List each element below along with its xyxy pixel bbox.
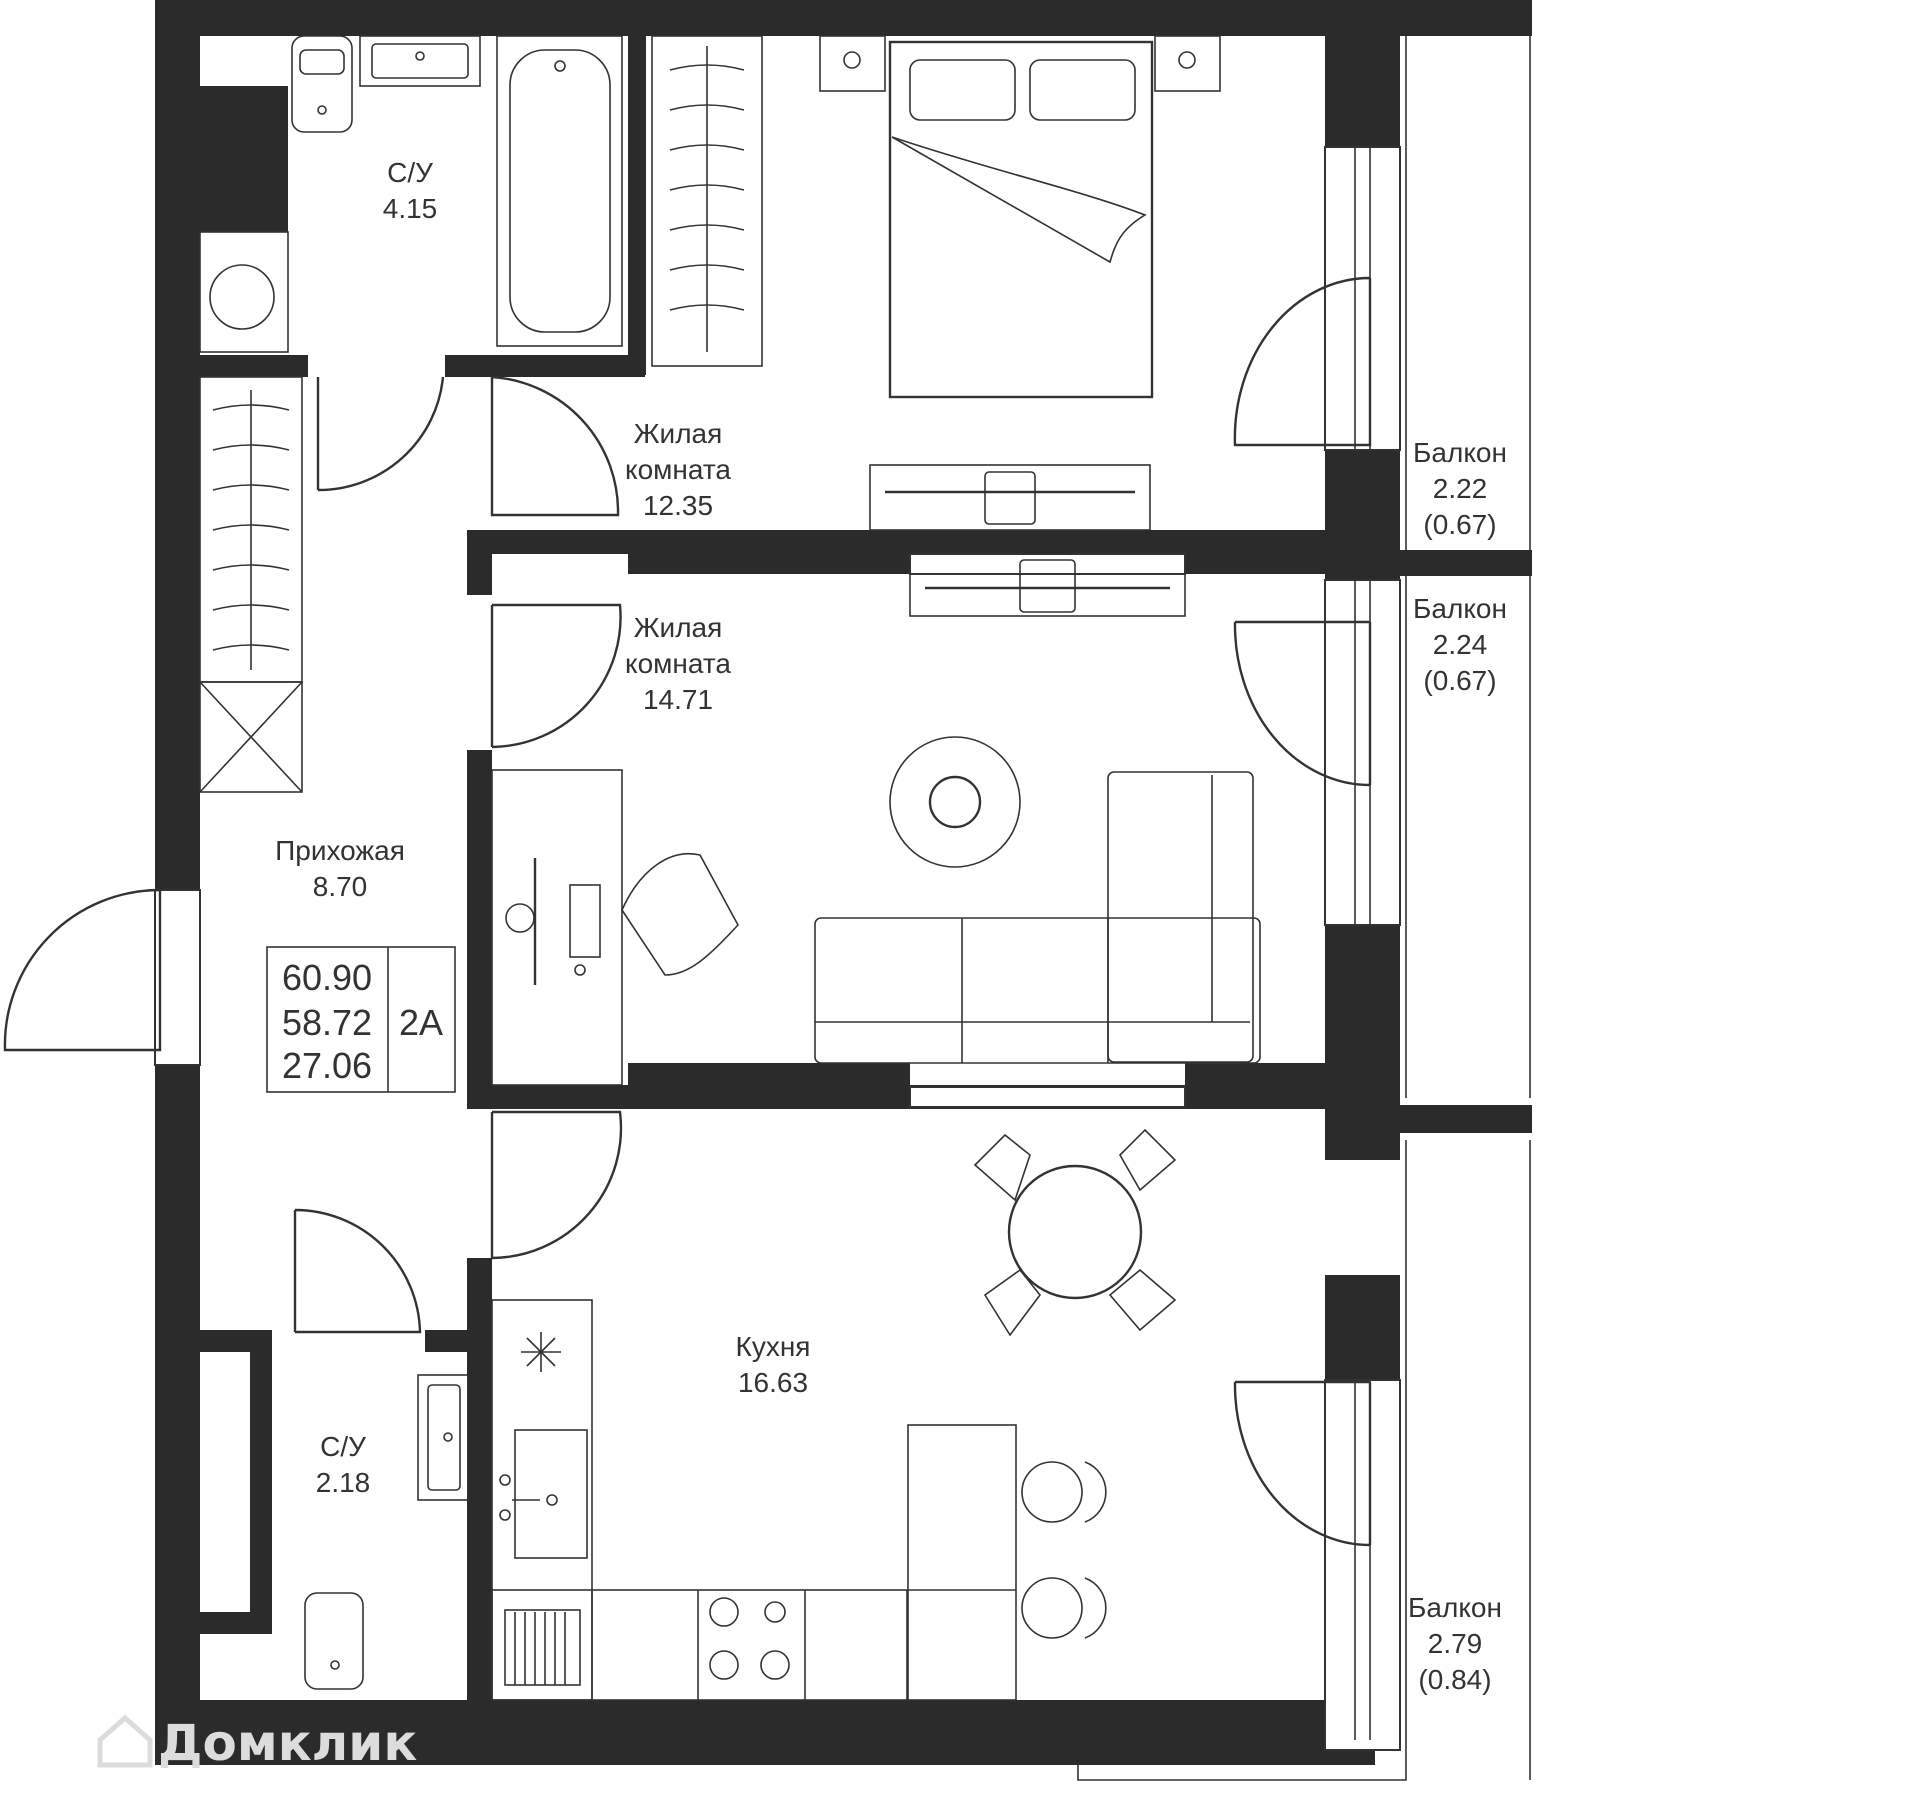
room-area-bedroom: 12.35 [643, 490, 713, 521]
sofa-icon [814, 771, 1261, 1064]
house-logo-icon [97, 1714, 153, 1768]
wardrobe-hallway [199, 376, 303, 793]
wardrobe-bedroom [651, 35, 763, 367]
walls [155, 0, 1532, 1765]
apartment-type: 2А [399, 1002, 443, 1043]
sink-icon [359, 35, 481, 87]
room-area-kitchen: 16.63 [738, 1367, 808, 1398]
room-name-bedroom-1: Жилая [634, 418, 723, 449]
watermark: Домклик [97, 1714, 417, 1772]
room-name-bath-top: С/У [387, 157, 433, 188]
room-area-living: 14.71 [643, 684, 713, 715]
dining-table-icon [973, 1128, 1177, 1337]
room-name-living-1: Жилая [634, 612, 723, 643]
room-area-balcony-3: 2.79 [1428, 1628, 1483, 1659]
sink-icon-lower [417, 1374, 469, 1501]
room-labels: С/У 4.15 Жилая комната 12.35 Жилая комна… [275, 157, 1507, 1695]
room-name-hallway: Прихожая [275, 835, 405, 866]
room-reduced-balcony-2: (0.67) [1423, 665, 1496, 696]
furniture [199, 35, 1261, 1701]
washing-machine-icon [199, 231, 289, 353]
tv-stand-living [909, 553, 1186, 617]
doors [3, 276, 1372, 1547]
room-name-kitchen: Кухня [736, 1331, 811, 1362]
room-name-living-2: комната [625, 648, 731, 679]
room-area-bath-top: 4.15 [383, 193, 438, 224]
toilet-icon [291, 35, 353, 133]
room-area-balcony-1: 2.22 [1433, 473, 1488, 504]
room-reduced-balcony-1: (0.67) [1423, 509, 1496, 540]
windows [154, 146, 1401, 1751]
balcony-outlines [1077, 22, 1531, 1781]
tv-stand-bedroom [869, 464, 1151, 531]
toilet-icon-lower [304, 1592, 364, 1690]
area-without-balconies: 58.72 [282, 1002, 372, 1043]
room-area-hallway: 8.70 [313, 871, 368, 902]
living-area: 27.06 [282, 1045, 372, 1086]
watermark-text: Домклик [158, 1714, 417, 1772]
room-reduced-balcony-3: (0.84) [1418, 1664, 1491, 1695]
room-name-balcony-3: Балкон [1408, 1592, 1502, 1623]
room-area-bath-bottom: 2.18 [316, 1467, 371, 1498]
room-name-balcony-1: Балкон [1413, 437, 1507, 468]
room-name-bedroom-2: комната [625, 454, 731, 485]
total-area: 60.90 [282, 957, 372, 998]
room-name-balcony-2: Балкон [1413, 593, 1507, 624]
bathtub-icon [496, 35, 623, 347]
area-summary-table: 60.90 58.72 27.06 2А [266, 946, 456, 1093]
coffee-table-icon [889, 736, 1021, 868]
kitchen-counter [491, 1299, 1107, 1701]
bed-icon [819, 35, 1221, 399]
room-name-bath-bottom: С/У [320, 1431, 366, 1462]
room-area-balcony-2: 2.24 [1433, 629, 1488, 660]
desk-icon [491, 769, 739, 1086]
